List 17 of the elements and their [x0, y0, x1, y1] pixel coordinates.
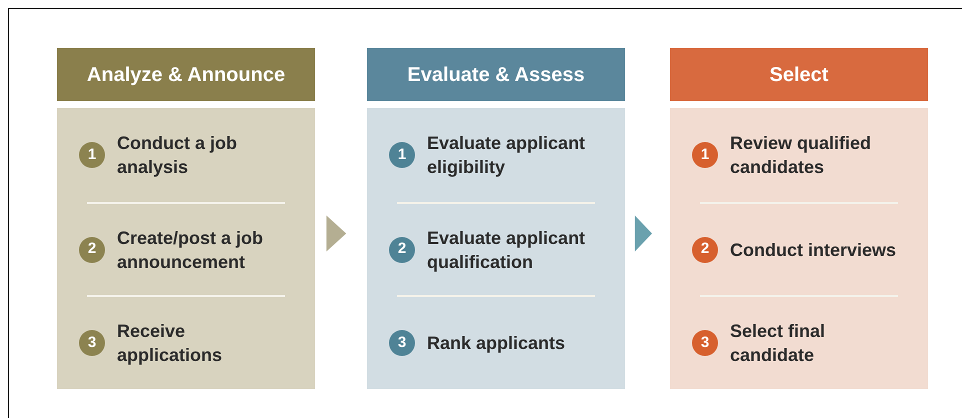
stage-panel: [57, 108, 315, 389]
step-text: Create/post a job announcement: [117, 226, 264, 274]
step-text: Review qualified candidates: [730, 132, 872, 179]
step-text: Conduct a job analysis: [117, 132, 238, 179]
step-text: Rank applicants: [427, 332, 566, 356]
stage-header: Analyze & Announce: [57, 48, 315, 101]
stage-header: Select: [670, 48, 928, 101]
chevron-arrow: [326, 216, 346, 252]
step-text: Evaluate applicant qualification: [427, 226, 586, 274]
step-text: Evaluate applicant eligibility: [427, 132, 586, 179]
step-text: Conduct interviews: [730, 238, 896, 262]
stage-panel: [367, 108, 625, 389]
stage-panel: [670, 108, 928, 389]
chevron-arrow: [634, 216, 652, 252]
stage-header: Evaluate & Assess: [367, 48, 625, 101]
step-text: Receive applications: [117, 320, 224, 368]
step-text: Select final candidate: [730, 320, 826, 368]
